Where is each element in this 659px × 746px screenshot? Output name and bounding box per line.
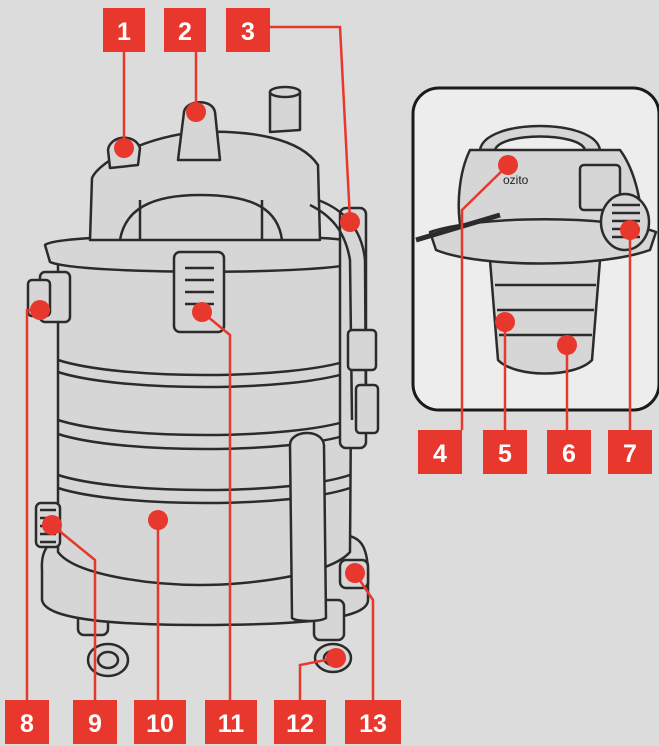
label-10: 10 — [134, 700, 186, 744]
svg-text:8: 8 — [20, 710, 34, 738]
svg-text:9: 9 — [88, 710, 102, 738]
callout-dot-3 — [340, 212, 360, 232]
callout-dot-4 — [498, 155, 518, 175]
vacuum-illustration — [26, 85, 380, 678]
callout-dot-6 — [557, 335, 577, 355]
label-5: 5 — [483, 430, 527, 474]
svg-text:12: 12 — [286, 710, 314, 738]
tank — [56, 256, 354, 587]
accessory-holder — [288, 431, 328, 623]
svg-text:6: 6 — [562, 440, 576, 468]
label-4: 4 — [418, 430, 462, 474]
label-boxes: 1 2 3 4 5 6 7 8 — [5, 8, 652, 744]
leader-lines — [25, 25, 632, 700]
inset-panel: ozito — [411, 86, 659, 412]
callout-dot-8 — [30, 300, 50, 320]
svg-text:11: 11 — [218, 710, 245, 738]
svg-text:4: 4 — [433, 440, 447, 468]
brand-label: ozito — [503, 173, 529, 187]
label-13: 13 — [345, 700, 401, 744]
callout-dot-5 — [495, 312, 515, 332]
callout-dot-9 — [42, 515, 62, 535]
label-11: 11 — [205, 700, 257, 744]
svg-text:5: 5 — [498, 440, 512, 468]
svg-text:3: 3 — [241, 18, 255, 46]
label-6: 6 — [547, 430, 591, 474]
svg-text:1: 1 — [117, 18, 131, 46]
callout-dot-12 — [326, 648, 346, 668]
label-9: 9 — [73, 700, 117, 744]
callout-dot-11 — [192, 302, 212, 322]
svg-text:7: 7 — [623, 440, 637, 468]
callout-dot-2 — [186, 102, 206, 122]
callout-dots — [30, 102, 640, 668]
label-12: 12 — [274, 700, 326, 744]
label-7: 7 — [608, 430, 652, 474]
svg-text:13: 13 — [359, 710, 387, 738]
label-2: 2 — [164, 8, 206, 52]
callout-dot-1 — [114, 138, 134, 158]
label-3: 3 — [226, 8, 270, 52]
label-8: 8 — [5, 700, 49, 744]
callout-dot-13 — [345, 563, 365, 583]
callout-dot-10 — [148, 510, 168, 530]
svg-text:10: 10 — [146, 710, 174, 738]
svg-text:2: 2 — [178, 18, 192, 46]
label-1: 1 — [103, 8, 145, 52]
callout-dot-7 — [620, 220, 640, 240]
